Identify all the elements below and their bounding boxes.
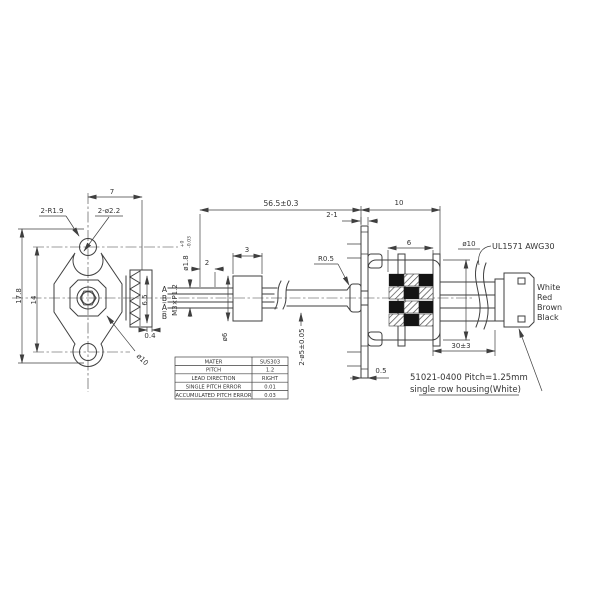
wire-color-black: Black [537, 313, 559, 322]
label-wire-spec: UL1571 AWG30 [492, 242, 555, 251]
spec-table: MATER SUS303 PITCH 1.2 LEAD DIRECTION RI… [174, 356, 289, 400]
wire-color-brown: Brown [537, 303, 562, 312]
stator-coil-section [388, 273, 434, 327]
connector-contact-bottom [517, 315, 526, 323]
dim-motor-length: 10 [395, 199, 404, 207]
thread-teeth [129, 270, 141, 326]
dim-hole-spacing: 14 [30, 295, 38, 304]
dim-tip-tol-upper: +0 [180, 241, 186, 248]
collar [232, 275, 263, 322]
dim-width: 7 [110, 188, 114, 196]
connector [494, 272, 535, 328]
table-label-pitch: PITCH [206, 368, 221, 374]
label-body-diameter: ø10 [135, 352, 150, 367]
phase-b-label: B [162, 294, 167, 303]
mounting-hole-top [79, 238, 97, 256]
motor-ear-bottom [367, 331, 383, 347]
dim-plate-thickness: 0.5 [375, 367, 386, 375]
dim-thread-length: 6.5 [141, 294, 149, 305]
motor-ear-top [367, 253, 383, 269]
pilot-circle [76, 286, 100, 310]
wire-color-red: Red [537, 293, 552, 302]
wiring: UL1571 AWG30 30±3 White Red Brown Black [432, 242, 562, 392]
phase-a-label: A [162, 285, 168, 294]
table-value-material: SUS303 [260, 359, 280, 365]
table-value-accumulated-pitch-error: 0.03 [264, 393, 276, 399]
label-fillet: R0.5 [318, 255, 334, 263]
connector-contact-top [517, 277, 526, 285]
dim-tip-diameter: ø1.8 [182, 255, 190, 270]
connector-note-leader [518, 328, 543, 392]
motor-dimensions: 6 10 ø10 [360, 199, 480, 341]
phase-b-bar-label: B̅ [162, 312, 167, 321]
dim-height: 17.8 [15, 288, 23, 304]
shaft-bore [81, 291, 95, 305]
dim-tip-length: 2 [205, 259, 209, 267]
dim-overall-length: 56.5±0.3 [264, 199, 299, 208]
break-line [282, 280, 290, 310]
connector-note-line2: single row housing(White) [410, 385, 521, 395]
center-boss-octagon [69, 279, 107, 317]
label-thread-spec: M3×P1.2 [171, 284, 179, 316]
motor-body [367, 259, 441, 341]
table-value-pitch: 1.2 [266, 368, 274, 374]
wire-color-labels: White Red Brown Black [537, 283, 562, 322]
flange-outline [53, 252, 123, 367]
motor-view: 6 10 ø10 [360, 199, 480, 347]
connector-note: 51021-0400 Pitch=1.25mm single row housi… [410, 373, 528, 396]
label-ear-radius: 2-R1.9 [41, 207, 64, 215]
label-pilot-boss: 2-ø5±0.05 [298, 328, 306, 365]
dim-tip-width: 0.4 [144, 332, 156, 340]
break-line [274, 280, 282, 310]
wire-color-white: White [537, 283, 560, 292]
dim-tip-tol-lower: -0.03 [187, 236, 193, 248]
leadscrew-dimensions: ø1.8 +0 -0.03 2 56.5±0.3 3 ø6 R0.5 2-1 2… [180, 199, 389, 381]
dim-collar-diameter: ø6 [221, 332, 229, 341]
label-holes: 2-ø2.2 [98, 207, 120, 215]
wire-bundle-mark [475, 260, 481, 328]
dim-collar-width: 3 [245, 246, 249, 254]
table-value-lead-direction: RIGHT [262, 376, 279, 382]
dim-plate-slots: 2-1 [326, 211, 337, 219]
table-label-material: MATER [205, 359, 223, 365]
mounting-hole-bottom [79, 343, 97, 361]
dim-motor-diameter: ø10 [462, 240, 475, 248]
hex-bore [79, 290, 97, 306]
leadscrew-view: ø1.8 +0 -0.03 2 56.5±0.3 3 ø6 R0.5 2-1 2… [167, 199, 389, 381]
wire-bundle-mark [483, 262, 489, 330]
mounting-plate [347, 225, 383, 379]
thread-detail: 6.5 0.4 A B A̅ B̅ M3×P1.2 [125, 269, 179, 340]
table-label-lead-direction: LEAD DIRECTION [191, 376, 235, 382]
table-label-single-pitch-error: SINGLE PITCH ERROR [186, 385, 242, 391]
connector-housing [503, 272, 535, 328]
phase-a-bar-label: A̅ [162, 303, 168, 312]
table-value-single-pitch-error: 0.01 [264, 385, 276, 391]
connector-note-line1: 51021-0400 Pitch=1.25mm [410, 373, 528, 383]
lead-wires [440, 281, 495, 322]
connector-neck [494, 278, 505, 322]
dim-wire-length: 30±3 [451, 342, 470, 350]
dim-stack-length: 6 [407, 239, 412, 247]
thread-block [129, 269, 153, 328]
table-label-accumulated-pitch-error: ACCUMULATED PITCH ERROR [176, 393, 252, 399]
